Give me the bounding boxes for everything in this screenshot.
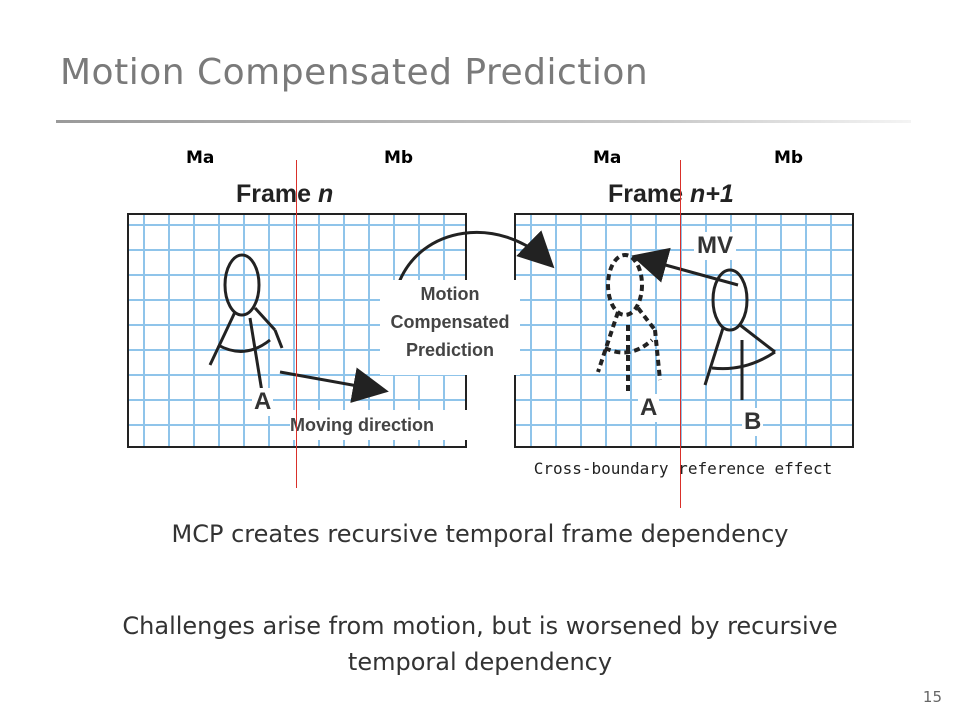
- frame-n1-prefix: Frame: [608, 180, 690, 208]
- boundary-line-right: [680, 160, 681, 508]
- object-a-label: A: [252, 388, 274, 416]
- region-label-mb-left: Mb: [384, 148, 414, 168]
- mcp-center-label: Motion Compensated Prediction: [380, 280, 520, 375]
- motion-vector-arrow: [631, 247, 739, 287]
- object-a2-label: A: [638, 394, 660, 422]
- object-a-figure: [208, 253, 284, 393]
- moving-direction-arrow: [279, 367, 389, 403]
- bullet-point-2: Challenges arise from motion, but is wor…: [122, 612, 838, 676]
- mcp-line-2: Compensated: [390, 312, 510, 332]
- mcp-line-1: Motion: [420, 284, 480, 304]
- frame-n-title: Frame n: [236, 180, 333, 209]
- region-label-ma-right: Ma: [593, 148, 622, 168]
- region-label-ma-left: Ma: [186, 148, 215, 168]
- mcp-line-3: Prediction: [405, 340, 494, 360]
- object-a2-figure: [596, 253, 662, 395]
- frame-n1-grid: [514, 213, 854, 448]
- bullet-point-1: MCP creates recursive temporal frame dep…: [171, 520, 789, 548]
- mv-label: MV: [694, 232, 736, 260]
- boundary-line-left: [296, 160, 297, 488]
- slide-title: Motion Compensated Prediction: [60, 52, 649, 93]
- region-label-mb-right: Mb: [774, 148, 804, 168]
- object-b-figure: [703, 268, 776, 400]
- frame-n-prefix: Frame: [236, 180, 318, 208]
- moving-direction-label: Moving direction: [290, 410, 470, 440]
- frame-n1-variable: n+1: [689, 180, 734, 208]
- page-number: 15: [922, 688, 942, 706]
- frame-n-variable: n: [317, 180, 334, 208]
- cross-boundary-annotation: Cross-boundary reference effect: [533, 459, 833, 478]
- object-b-label: B: [742, 408, 764, 436]
- title-divider: [56, 120, 911, 123]
- mcp-curved-arrow: [396, 230, 555, 286]
- frame-n1-title: Frame n+1: [608, 180, 734, 209]
